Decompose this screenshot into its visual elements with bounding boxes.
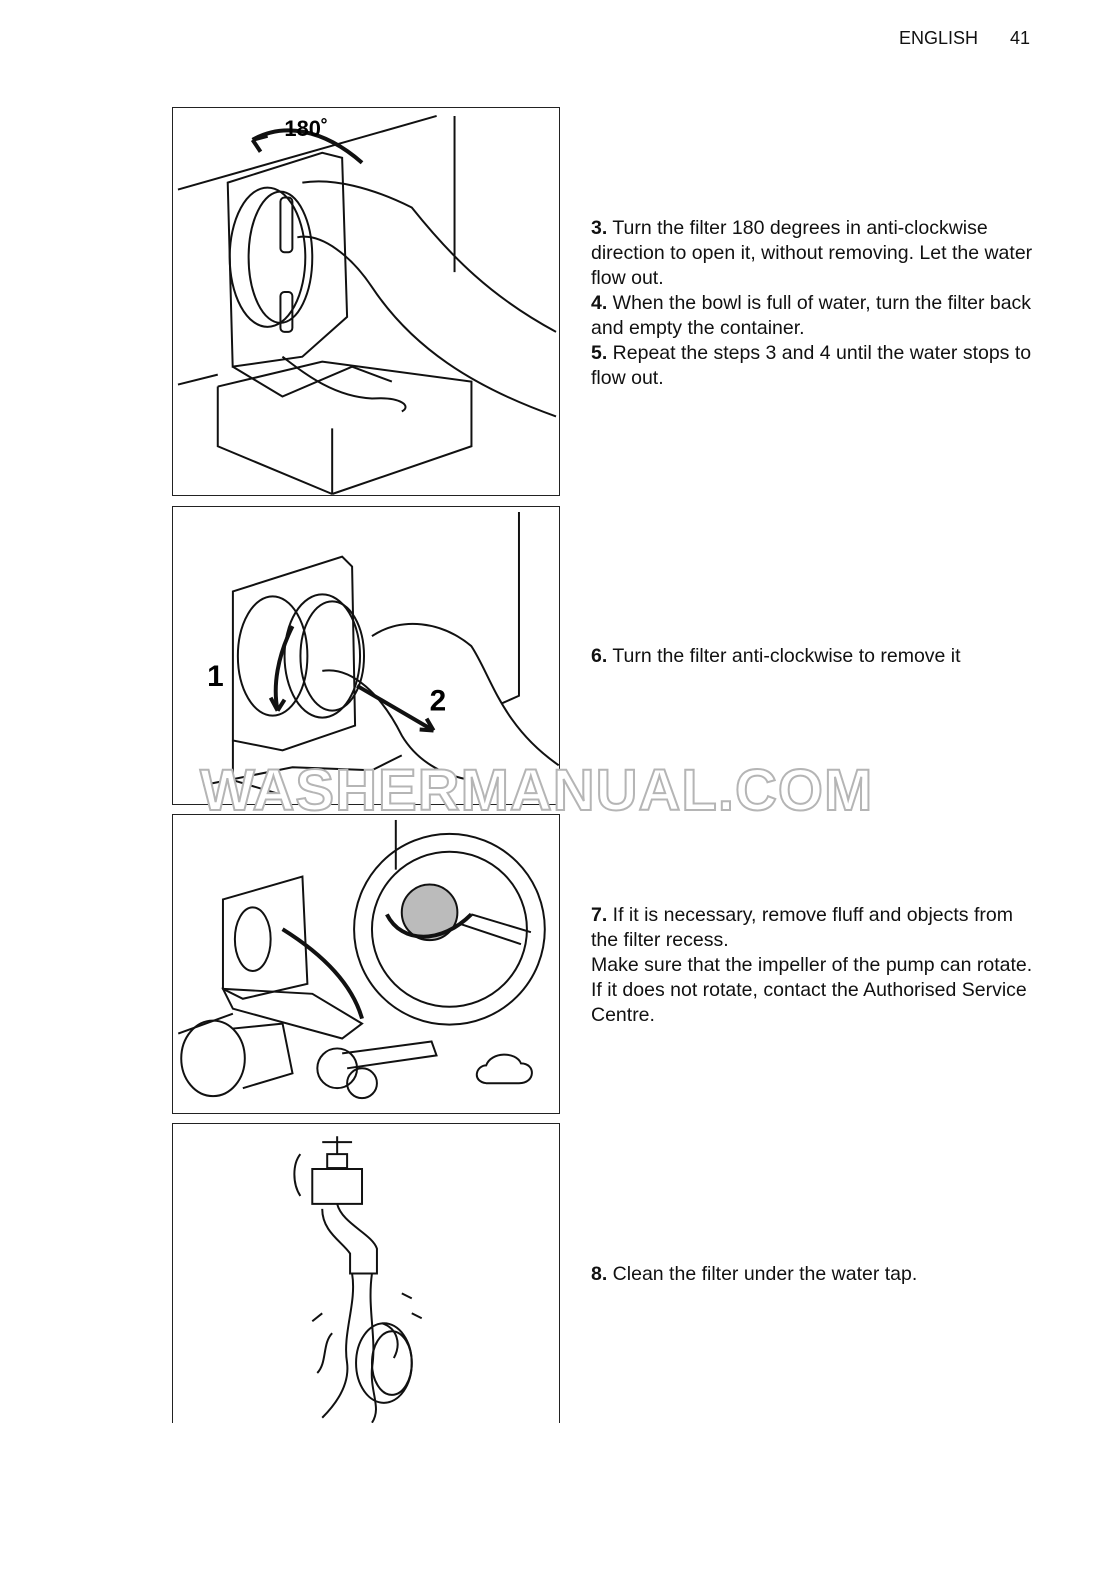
step-number-1-label: 1 <box>207 660 224 693</box>
remove-filter-drawing: 1 2 <box>202 511 559 797</box>
step-8: 8. Clean the filter under the water tap. <box>591 1263 918 1285</box>
clean-recess-drawing <box>177 819 546 1100</box>
illustration-remove-filter: 1 2 <box>172 506 560 805</box>
language-label: ENGLISH <box>898 28 978 48</box>
page-number: 41 <box>1009 28 1030 48</box>
step-text-block-2: 6. Turn the filter anti-clockwise to rem… <box>591 644 1041 669</box>
step-text-block-1: 3. Turn the filter 180 degrees in anti-c… <box>591 216 1041 391</box>
step-5: 5. Repeat the steps 3 and 4 until the wa… <box>591 342 1032 389</box>
step-number-2-label: 2 <box>430 685 447 718</box>
illustration-open-filter: 180˚ <box>172 107 560 496</box>
impeller-note: Make sure that the impeller of the pump … <box>591 954 1033 1026</box>
step-text-block-4: 8. Clean the filter under the water tap. <box>591 1262 1041 1287</box>
open-filter-drawing: 180˚ <box>177 115 557 495</box>
step-4: 4. When the bowl is full of water, turn … <box>591 292 1032 339</box>
step-3: 3. Turn the filter 180 degrees in anti-c… <box>591 217 1033 289</box>
step-7: 7. If it is necessary, remove fluff and … <box>591 904 1013 951</box>
rotation-angle-label: 180˚ <box>284 116 328 141</box>
step-6: 6. Turn the filter anti-clockwise to rem… <box>591 645 961 667</box>
illustration-clean-recess <box>172 814 560 1114</box>
page-header: ENGLISH 41 <box>899 28 1030 49</box>
watermark: WASHERMANUAL.COM <box>199 757 874 824</box>
step-text-block-3: 7. If it is necessary, remove fluff and … <box>591 903 1041 1028</box>
illustration-clean-under-tap <box>172 1123 560 1423</box>
tap-drawing <box>293 1136 423 1423</box>
